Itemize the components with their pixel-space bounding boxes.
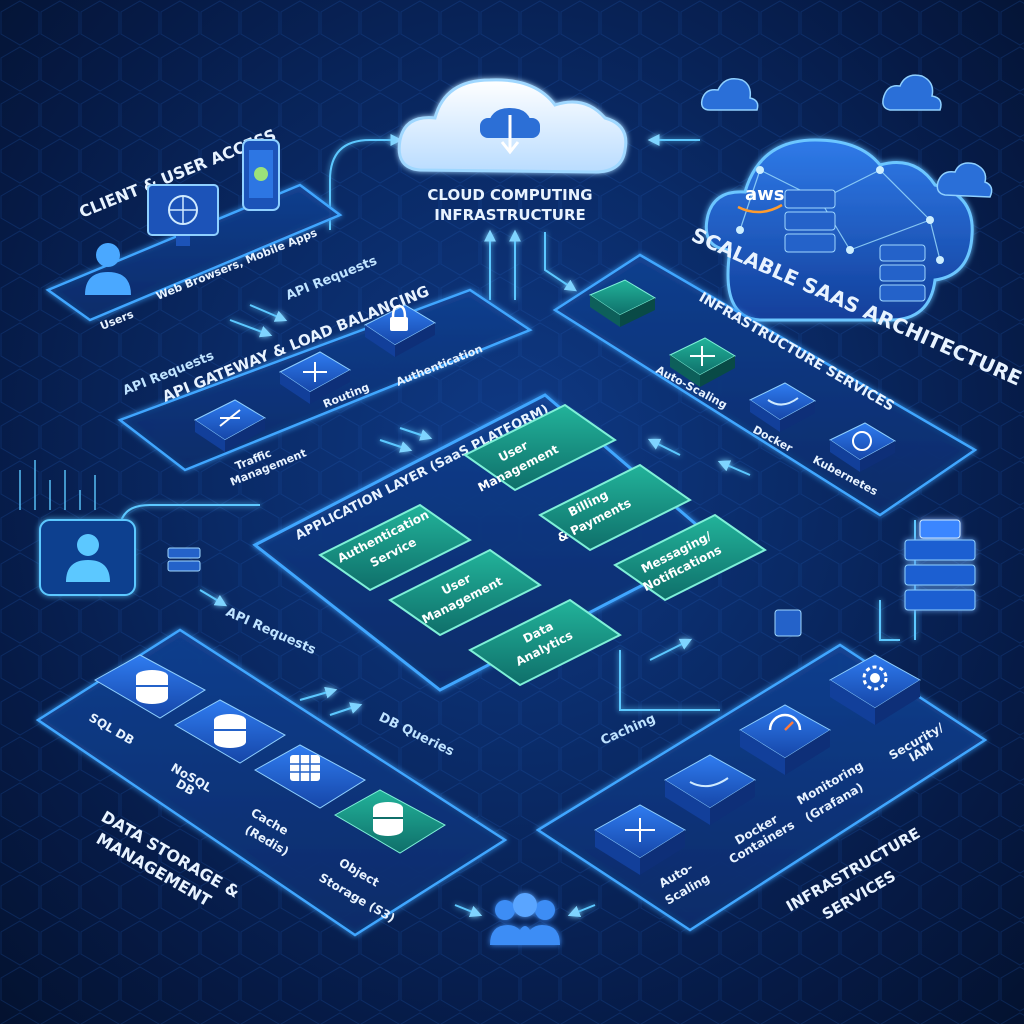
routing-icon [279, 351, 352, 404]
server-stack-icon-2 [879, 244, 926, 302]
monitor-icon [147, 184, 219, 246]
data-stream-lines [19, 460, 96, 510]
server-line [879, 600, 900, 641]
nosql-db-icon [173, 699, 286, 764]
bottom-auto-scaling-icon [594, 804, 686, 875]
server-rack-icon [904, 519, 976, 611]
docker-containers-icon [664, 754, 756, 825]
traffic-management-icon [194, 399, 267, 452]
connector-lines [119, 134, 916, 918]
module-data-analytics: Data Analytics [468, 598, 622, 687]
client-to-gateway-line-2 [249, 304, 288, 322]
docker-icon [748, 382, 817, 432]
server-stack-icon-1 [784, 189, 836, 253]
cloud-computing-infrastructure: CLOUD COMPUTING INFRASTRUCTURE [397, 78, 628, 224]
storage-to-users-line [454, 904, 483, 918]
auto-scaling-icon [668, 337, 737, 387]
client-to-gateway-line-1 [229, 319, 273, 338]
cloud-sync-icon [480, 108, 540, 155]
db-line-2 [329, 702, 363, 716]
client-to-cloud-line [329, 134, 403, 230]
cache-redis-icon [253, 744, 366, 809]
cloud-label-line2: INFRASTRUCTURE [434, 206, 586, 224]
infra-to-app-line-2 [717, 460, 751, 476]
security-gear-icon [829, 654, 921, 725]
db-line-1 [299, 686, 338, 701]
data-storage-panel: SQL DB NoSQL DB Cache (Redis) Obje [35, 628, 508, 937]
gateway-to-app-line-1 [379, 439, 413, 453]
puzzle-box-icon [588, 279, 657, 327]
small-server-icon [167, 547, 201, 572]
user-group-icon [490, 893, 560, 945]
caching-line [619, 650, 720, 711]
infra-to-users-line [567, 904, 596, 918]
infra-to-app-line [647, 438, 681, 456]
side-user-icon [39, 519, 136, 596]
gateway-to-app-line-2 [399, 427, 433, 441]
small-cloud-icons [700, 74, 993, 198]
lock-icon [364, 304, 437, 357]
object-storage-icon [333, 789, 446, 854]
sql-db-icon [93, 654, 206, 719]
module-messaging-notifications: Messaging/ Notifications [613, 513, 767, 602]
app-to-infra-line [649, 638, 693, 661]
cloud-label-line1: CLOUD COMPUTING [427, 186, 592, 204]
monitoring-gauge-icon [739, 704, 831, 775]
kubernetes-icon [828, 422, 897, 472]
cloud-to-infra-line [544, 232, 577, 292]
small-cube-icon [774, 609, 802, 637]
mobile-phone-icon [242, 139, 280, 211]
aws-logo-text: aws [745, 184, 785, 205]
aws-smile-icon [737, 203, 783, 214]
users-icon [85, 243, 131, 295]
api-request-line [199, 589, 228, 607]
